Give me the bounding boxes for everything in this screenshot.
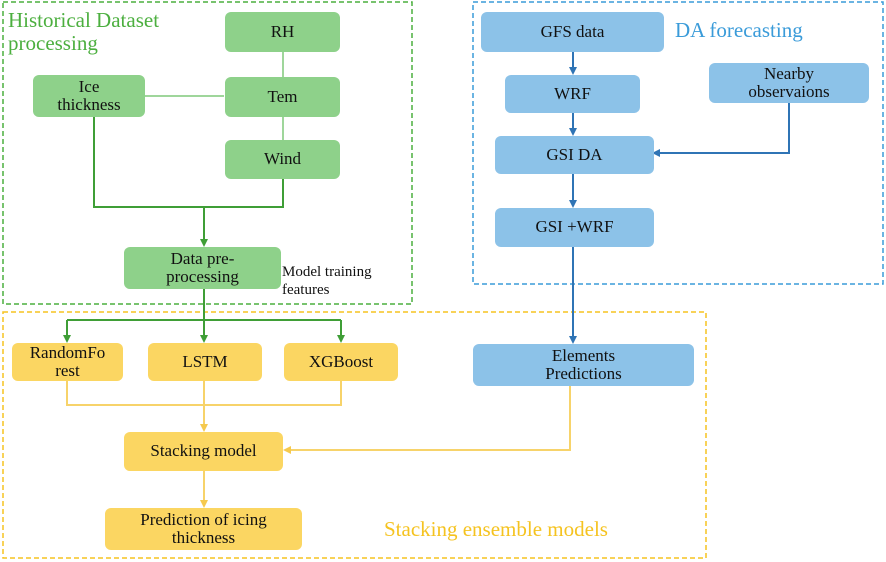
rh-node: RH	[225, 12, 340, 52]
da-region-frame	[472, 1, 884, 285]
wind-to-merge-line	[204, 179, 284, 208]
gfs-data-node: GFS data	[481, 12, 664, 52]
wrf-node: WRF	[505, 75, 640, 113]
ice-to-merge-line	[93, 117, 204, 208]
wind-node: Wind	[225, 140, 340, 179]
stacking-model-node: Stacking model	[124, 432, 283, 471]
gsi-da-node: GSI DA	[495, 136, 654, 174]
ice-thickness-node: Ice thickness	[33, 75, 145, 117]
model-training-features-note: Model training features	[282, 264, 372, 298]
tem-node: Tem	[225, 77, 340, 117]
stacking-region-frame	[2, 311, 707, 559]
historical-region-frame	[2, 1, 413, 305]
da-region-title: DA forecasting	[675, 18, 803, 42]
xgboost-node: XGBoost	[284, 343, 398, 381]
gsi-wrf-node: GSI +WRF	[495, 208, 654, 247]
historical-region-title: Historical Dataset processing	[8, 8, 160, 56]
predictions-to-stacking-arrow	[283, 386, 571, 454]
data-preprocessing-node: Data pre- processing	[124, 247, 281, 289]
observations-to-gsida-arrow	[652, 103, 790, 157]
lstm-node: LSTM	[148, 343, 262, 381]
stacking-region-title: Stacking ensemble models	[384, 517, 608, 541]
elements-predictions-node: Elements Predictions	[473, 344, 694, 386]
nearby-observations-node: Nearby observaions	[709, 63, 869, 103]
prediction-icing-thickness-node: Prediction of icing thickness	[105, 508, 302, 550]
randomforest-node: RandomFo rest	[12, 343, 123, 381]
